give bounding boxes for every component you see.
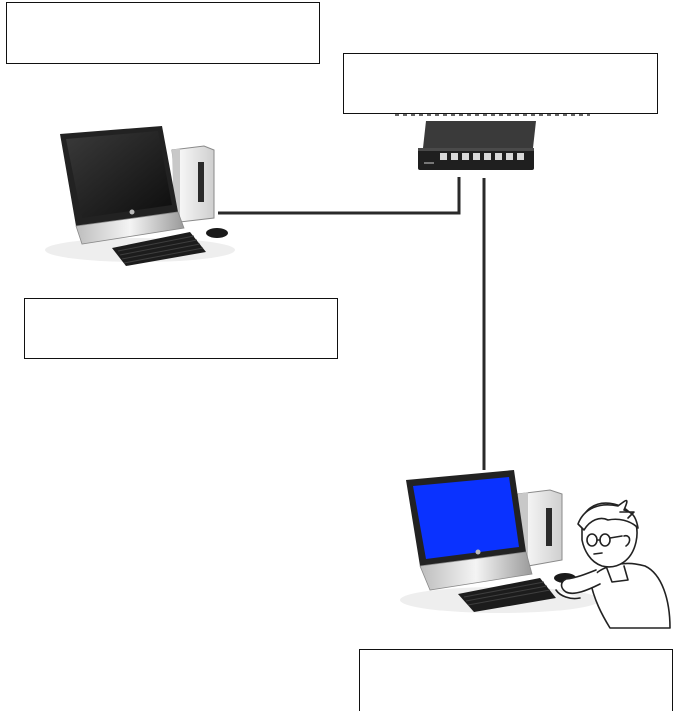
user-person-icon <box>556 501 670 629</box>
label-box-switch <box>343 53 658 114</box>
network-switch-icon <box>395 115 590 170</box>
label-box-pc1 <box>24 298 338 359</box>
desktop-computer-icon <box>45 126 235 266</box>
label-box-pc2 <box>359 649 673 711</box>
label-box-top-left <box>6 2 320 64</box>
cable-pc1-to-switch <box>218 177 459 213</box>
